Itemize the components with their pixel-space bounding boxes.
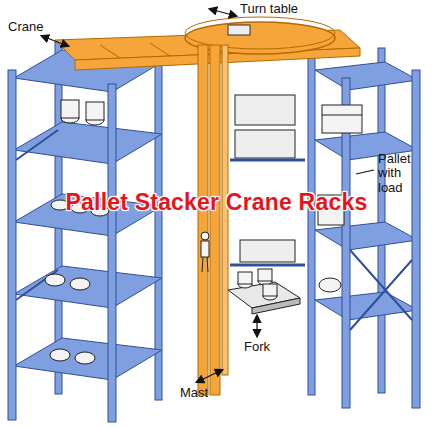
operator (201, 232, 209, 272)
part-label: Pallet with load (378, 152, 428, 195)
left-rack (8, 42, 162, 422)
mast (198, 45, 228, 395)
pointer-arrows (42, 9, 374, 382)
right-rack (308, 48, 420, 408)
part-label: Crane (8, 20, 43, 34)
stored-goods (45, 100, 109, 364)
center-goods (230, 95, 305, 265)
part-label: Fork (244, 340, 270, 354)
watermark: Pallet Stacker Crane Racks (66, 190, 368, 215)
part-label: Turn table (240, 2, 298, 16)
fork-pallet (228, 269, 300, 314)
part-label: Mast (180, 386, 208, 400)
